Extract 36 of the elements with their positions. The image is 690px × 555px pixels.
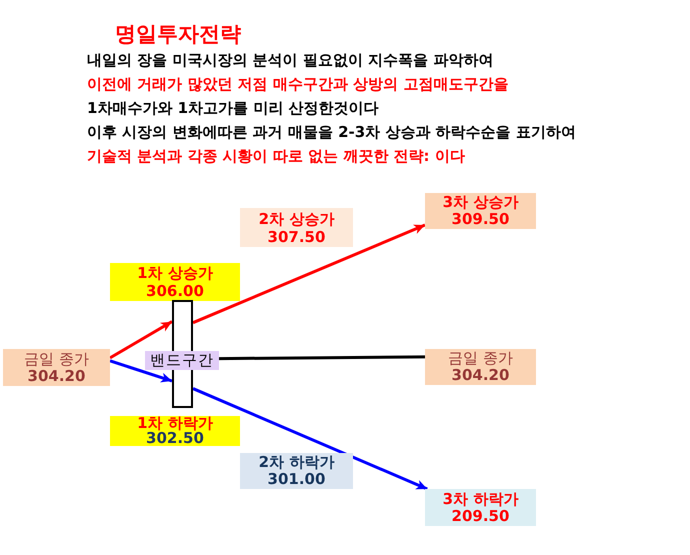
price-label: 1차 하락가	[137, 416, 213, 431]
price-label: 2차 하락가	[258, 454, 334, 471]
description-text: 이후 시장의 변화에따른 과거 매물을 2-3차 상승과 하락수순을 표기하여	[87, 122, 576, 142]
price-box	[425, 349, 536, 385]
price-box	[110, 263, 240, 301]
price-value: 307.50	[268, 228, 326, 246]
price-value: 209.50	[452, 508, 510, 524]
arrow	[192, 224, 426, 324]
price-label: 2차 상승가	[258, 210, 334, 228]
description-text: 1차매수가와 1차고가를 미리 산정한것이다	[87, 98, 379, 118]
price-value: 304.20	[28, 368, 86, 384]
arrow	[192, 387, 428, 490]
price-box	[240, 208, 353, 247]
price-box	[425, 489, 536, 526]
arrow	[110, 359, 172, 382]
price-label: 1차 상승가	[137, 264, 213, 282]
title: 명일투자전략	[115, 22, 241, 46]
price-label: 금일 종가	[448, 350, 513, 367]
price-label: 금일 종가	[24, 350, 89, 368]
price-value: 309.50	[452, 211, 510, 228]
description-text: 기술적 분석과 각종 시황이 따로 없는 깨끗한 전략: 이다	[87, 146, 465, 166]
arrow	[109, 320, 173, 360]
band-label: 밴드구간	[145, 351, 219, 370]
price-box	[3, 349, 110, 386]
price-box	[240, 453, 353, 489]
price-label: 3차 상승가	[442, 194, 518, 211]
price-box	[110, 416, 240, 446]
price-value: 304.20	[452, 367, 510, 384]
price-box	[425, 193, 536, 229]
description-text: 내일의 장을 미국시장의 분석이 필요없이 지수폭을 파악하여	[87, 50, 494, 70]
price-label: 3차 하락가	[442, 490, 518, 508]
description-text: 이전에 거래가 많았던 저점 매수구간과 상방의 고점매도구간을	[87, 74, 508, 94]
price-value: 302.50	[146, 431, 204, 446]
price-value: 306.00	[146, 282, 204, 300]
price-value: 301.00	[268, 471, 326, 488]
connector-line	[218, 355, 426, 360]
